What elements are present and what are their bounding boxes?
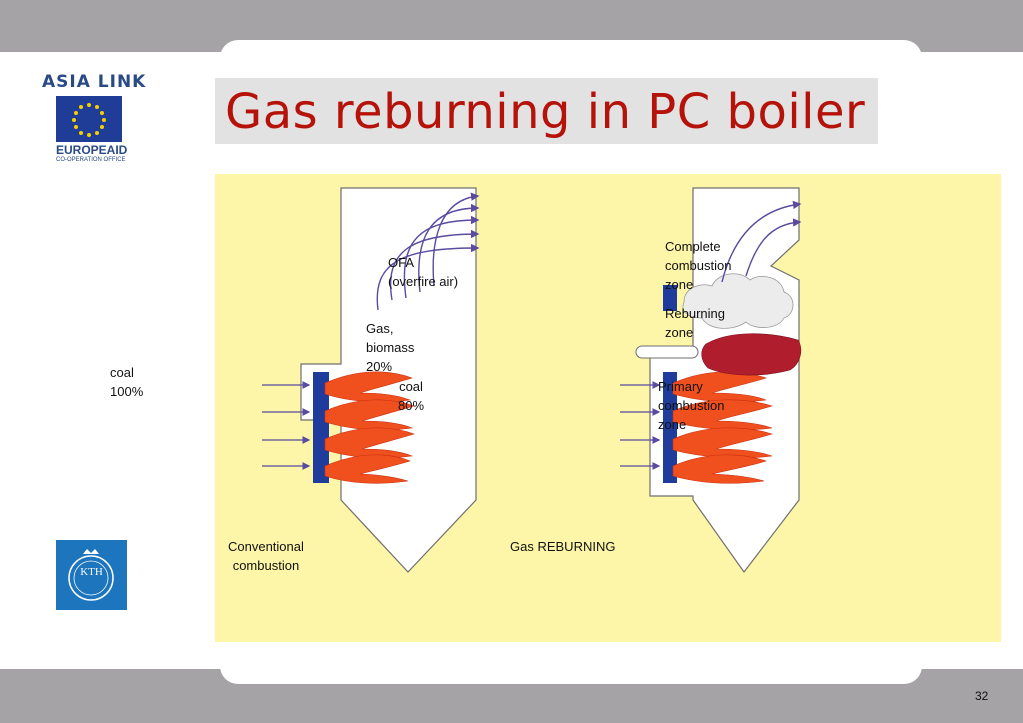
ofa-label: OFA (overfire air) [388, 255, 459, 289]
reburning-burner [663, 372, 677, 483]
complete-combustion-label: Complete combustion zone [665, 239, 732, 292]
kth-logo [56, 540, 127, 610]
complete-combustion-cloud [682, 273, 794, 329]
title-background [215, 78, 878, 144]
eu-flag-icon [56, 96, 122, 142]
conventional-air-arrows [262, 381, 311, 470]
conventional-combustion-caption: Conventional combustion [228, 539, 304, 573]
cooperation-office-text: CO-OPERATION OFFICE [56, 157, 126, 163]
primary-combustion-label: Primary combustion zone [658, 379, 725, 432]
gas-injection-pipe [635, 345, 699, 359]
coal-100-label: coal 100% [110, 365, 144, 399]
eu-stars-icon [72, 103, 106, 137]
kth-logo-text: KTH [80, 566, 103, 578]
complete-combustion-flow-lines [721, 200, 802, 283]
gas-biomass-label: Gas, biomass 20% [366, 321, 415, 374]
gas-reburning-caption: Gas REBURNING [510, 539, 616, 554]
coal-80-label: coal 80% [398, 379, 425, 413]
reburning-zone-label: Reburning zone [665, 306, 725, 340]
kth-emblem-icon [68, 549, 114, 601]
asia-link-logo: ASIA LINK [42, 72, 147, 92]
europeaid-logo: EUROPEAID [56, 143, 128, 157]
reburning-flames [672, 371, 774, 484]
ofa-flow-lines [376, 192, 480, 311]
page-number: 32 [975, 689, 989, 703]
conventional-flames [324, 371, 415, 484]
slide-title: Gas reburning in PC boiler [225, 84, 866, 140]
reburning-zone-blobs [701, 333, 802, 376]
ofa-injector [663, 285, 677, 311]
conventional-burner [313, 372, 329, 483]
reburning-air-arrows [620, 381, 661, 470]
